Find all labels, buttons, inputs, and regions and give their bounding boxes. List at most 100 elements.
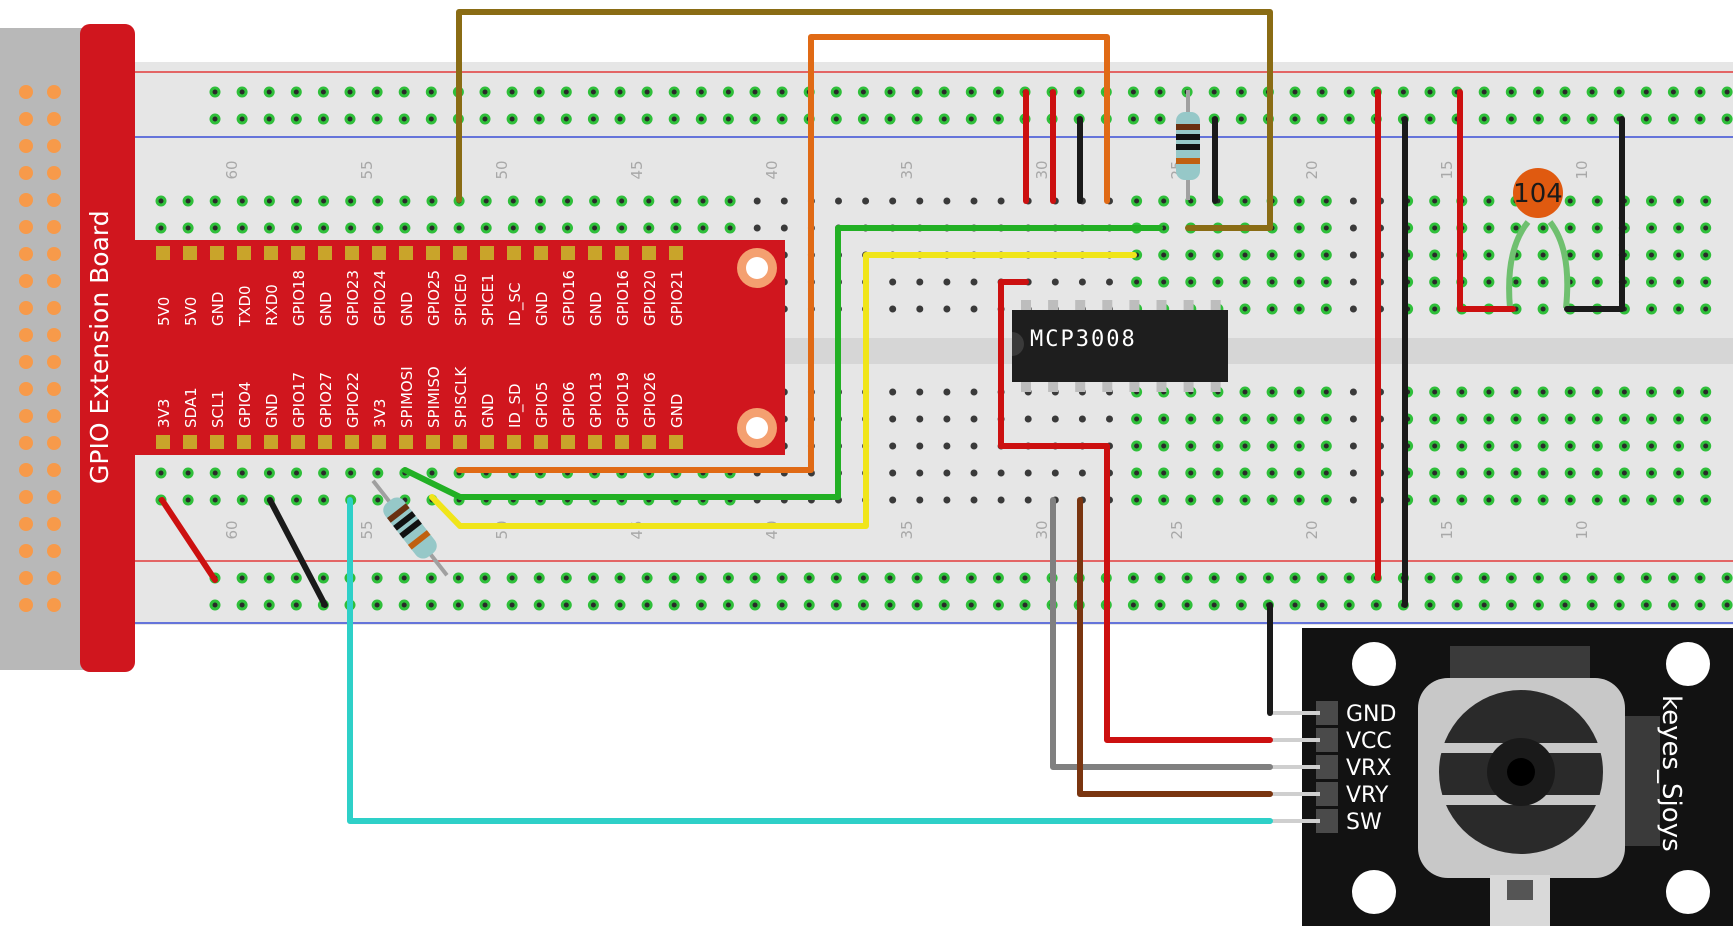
pin-label: GPIO5 (533, 382, 551, 428)
hole (1078, 415, 1086, 423)
hole (916, 388, 924, 396)
hole (1349, 388, 1357, 396)
mount-hole (1352, 642, 1396, 686)
header-pin (19, 490, 33, 504)
pin-label: GPIO19 (614, 372, 632, 428)
board-title: GPIO Extension Board (85, 210, 114, 484)
pin-pad (237, 435, 251, 449)
hole (997, 469, 1005, 477)
header-pin (47, 382, 61, 396)
wire-red (159, 497, 218, 583)
pin-label: ID_SC (506, 283, 525, 326)
pin-label: ID_SD (506, 383, 525, 428)
wire-green (402, 225, 1163, 500)
pin-label: GPIO26 (641, 372, 659, 428)
pin-label: GPIO6 (560, 382, 578, 428)
joystick-name: keyes_Sjoys (1656, 695, 1686, 852)
joystick-pin (1316, 728, 1338, 752)
hole (997, 496, 1005, 504)
header-pin (19, 220, 33, 234)
pin-pad (399, 246, 413, 260)
hole (916, 442, 924, 450)
pin-label: TXD0 (236, 285, 254, 327)
header-pin (19, 247, 33, 261)
column-number: 50 (493, 160, 511, 179)
pin-label: SPIMOSI (398, 366, 416, 428)
pin-pad (372, 246, 386, 260)
pin-label: SPIMISO (425, 366, 443, 428)
hole (889, 197, 897, 205)
wire-yellow (429, 252, 1137, 529)
chip-pin (1048, 380, 1059, 392)
header-pin (47, 490, 61, 504)
wire-black (1564, 116, 1625, 312)
header-pins (19, 85, 61, 612)
joystick-pin-label: SW (1346, 810, 1382, 835)
hole (1349, 197, 1357, 205)
capacitor: 104 (1506, 168, 1571, 309)
pin-label: GPIO4 (236, 382, 254, 428)
column-number: 30 (1033, 520, 1051, 539)
chip-pin (1183, 380, 1194, 392)
pin-pad (156, 246, 170, 260)
hole (889, 469, 897, 477)
chip-pin (1129, 300, 1140, 312)
hole (1078, 469, 1086, 477)
header-pin (19, 193, 33, 207)
wire-orange (456, 34, 1110, 473)
column-number: 40 (763, 160, 781, 179)
wires (159, 9, 1625, 824)
pin-label: GPIO17 (290, 372, 308, 428)
pin-label: GND (398, 292, 416, 326)
header-pin (47, 85, 61, 99)
hole (889, 388, 897, 396)
pin-label: GPIO13 (587, 372, 605, 428)
hole (970, 442, 978, 450)
column-number: 60 (223, 520, 241, 539)
pin-label: GPIO23 (344, 270, 362, 326)
header-pin (47, 247, 61, 261)
pin-pad (588, 435, 602, 449)
chip-pin (1021, 380, 1031, 392)
capacitor-label: 104 (1513, 179, 1563, 209)
pin-pad (615, 435, 629, 449)
header-pin (47, 220, 61, 234)
resistor-top (1176, 90, 1200, 200)
hole (943, 469, 951, 477)
pin-pad (615, 246, 629, 260)
pin-pad (183, 246, 197, 260)
header-pin (19, 301, 33, 315)
pin-pad (210, 435, 224, 449)
joystick-pin-label: VRY (1346, 783, 1389, 808)
pin-label: 5V0 (155, 297, 173, 326)
hole (1349, 305, 1357, 313)
wire-brown (456, 9, 1273, 231)
pin-label: GPIO18 (290, 270, 308, 326)
pin-pad (210, 246, 224, 260)
header-pin (19, 382, 33, 396)
pin-label: GPIO16 (560, 270, 578, 326)
column-number: 20 (1303, 520, 1321, 539)
pin-pad (399, 435, 413, 449)
header-pin (19, 139, 33, 153)
chip-pin (1075, 380, 1086, 392)
hole (1349, 251, 1357, 259)
chip-pin (1156, 380, 1167, 392)
hole (889, 415, 897, 423)
hole (916, 305, 924, 313)
pin-label: SPICE0 (452, 274, 470, 327)
column-numbers: 6060555550504545404035353030252520201515… (223, 160, 1591, 539)
header-pin (47, 274, 61, 288)
column-number: 30 (1033, 160, 1051, 179)
header-pin (47, 193, 61, 207)
header-pin (19, 544, 33, 558)
pin-pad (183, 435, 197, 449)
pin-label: GPIO24 (371, 270, 389, 326)
header-pin (47, 409, 61, 423)
header-pin (47, 598, 61, 612)
hole (1051, 278, 1059, 286)
pin-pad (507, 246, 521, 260)
header-pin (19, 328, 33, 342)
hole (1051, 415, 1059, 423)
